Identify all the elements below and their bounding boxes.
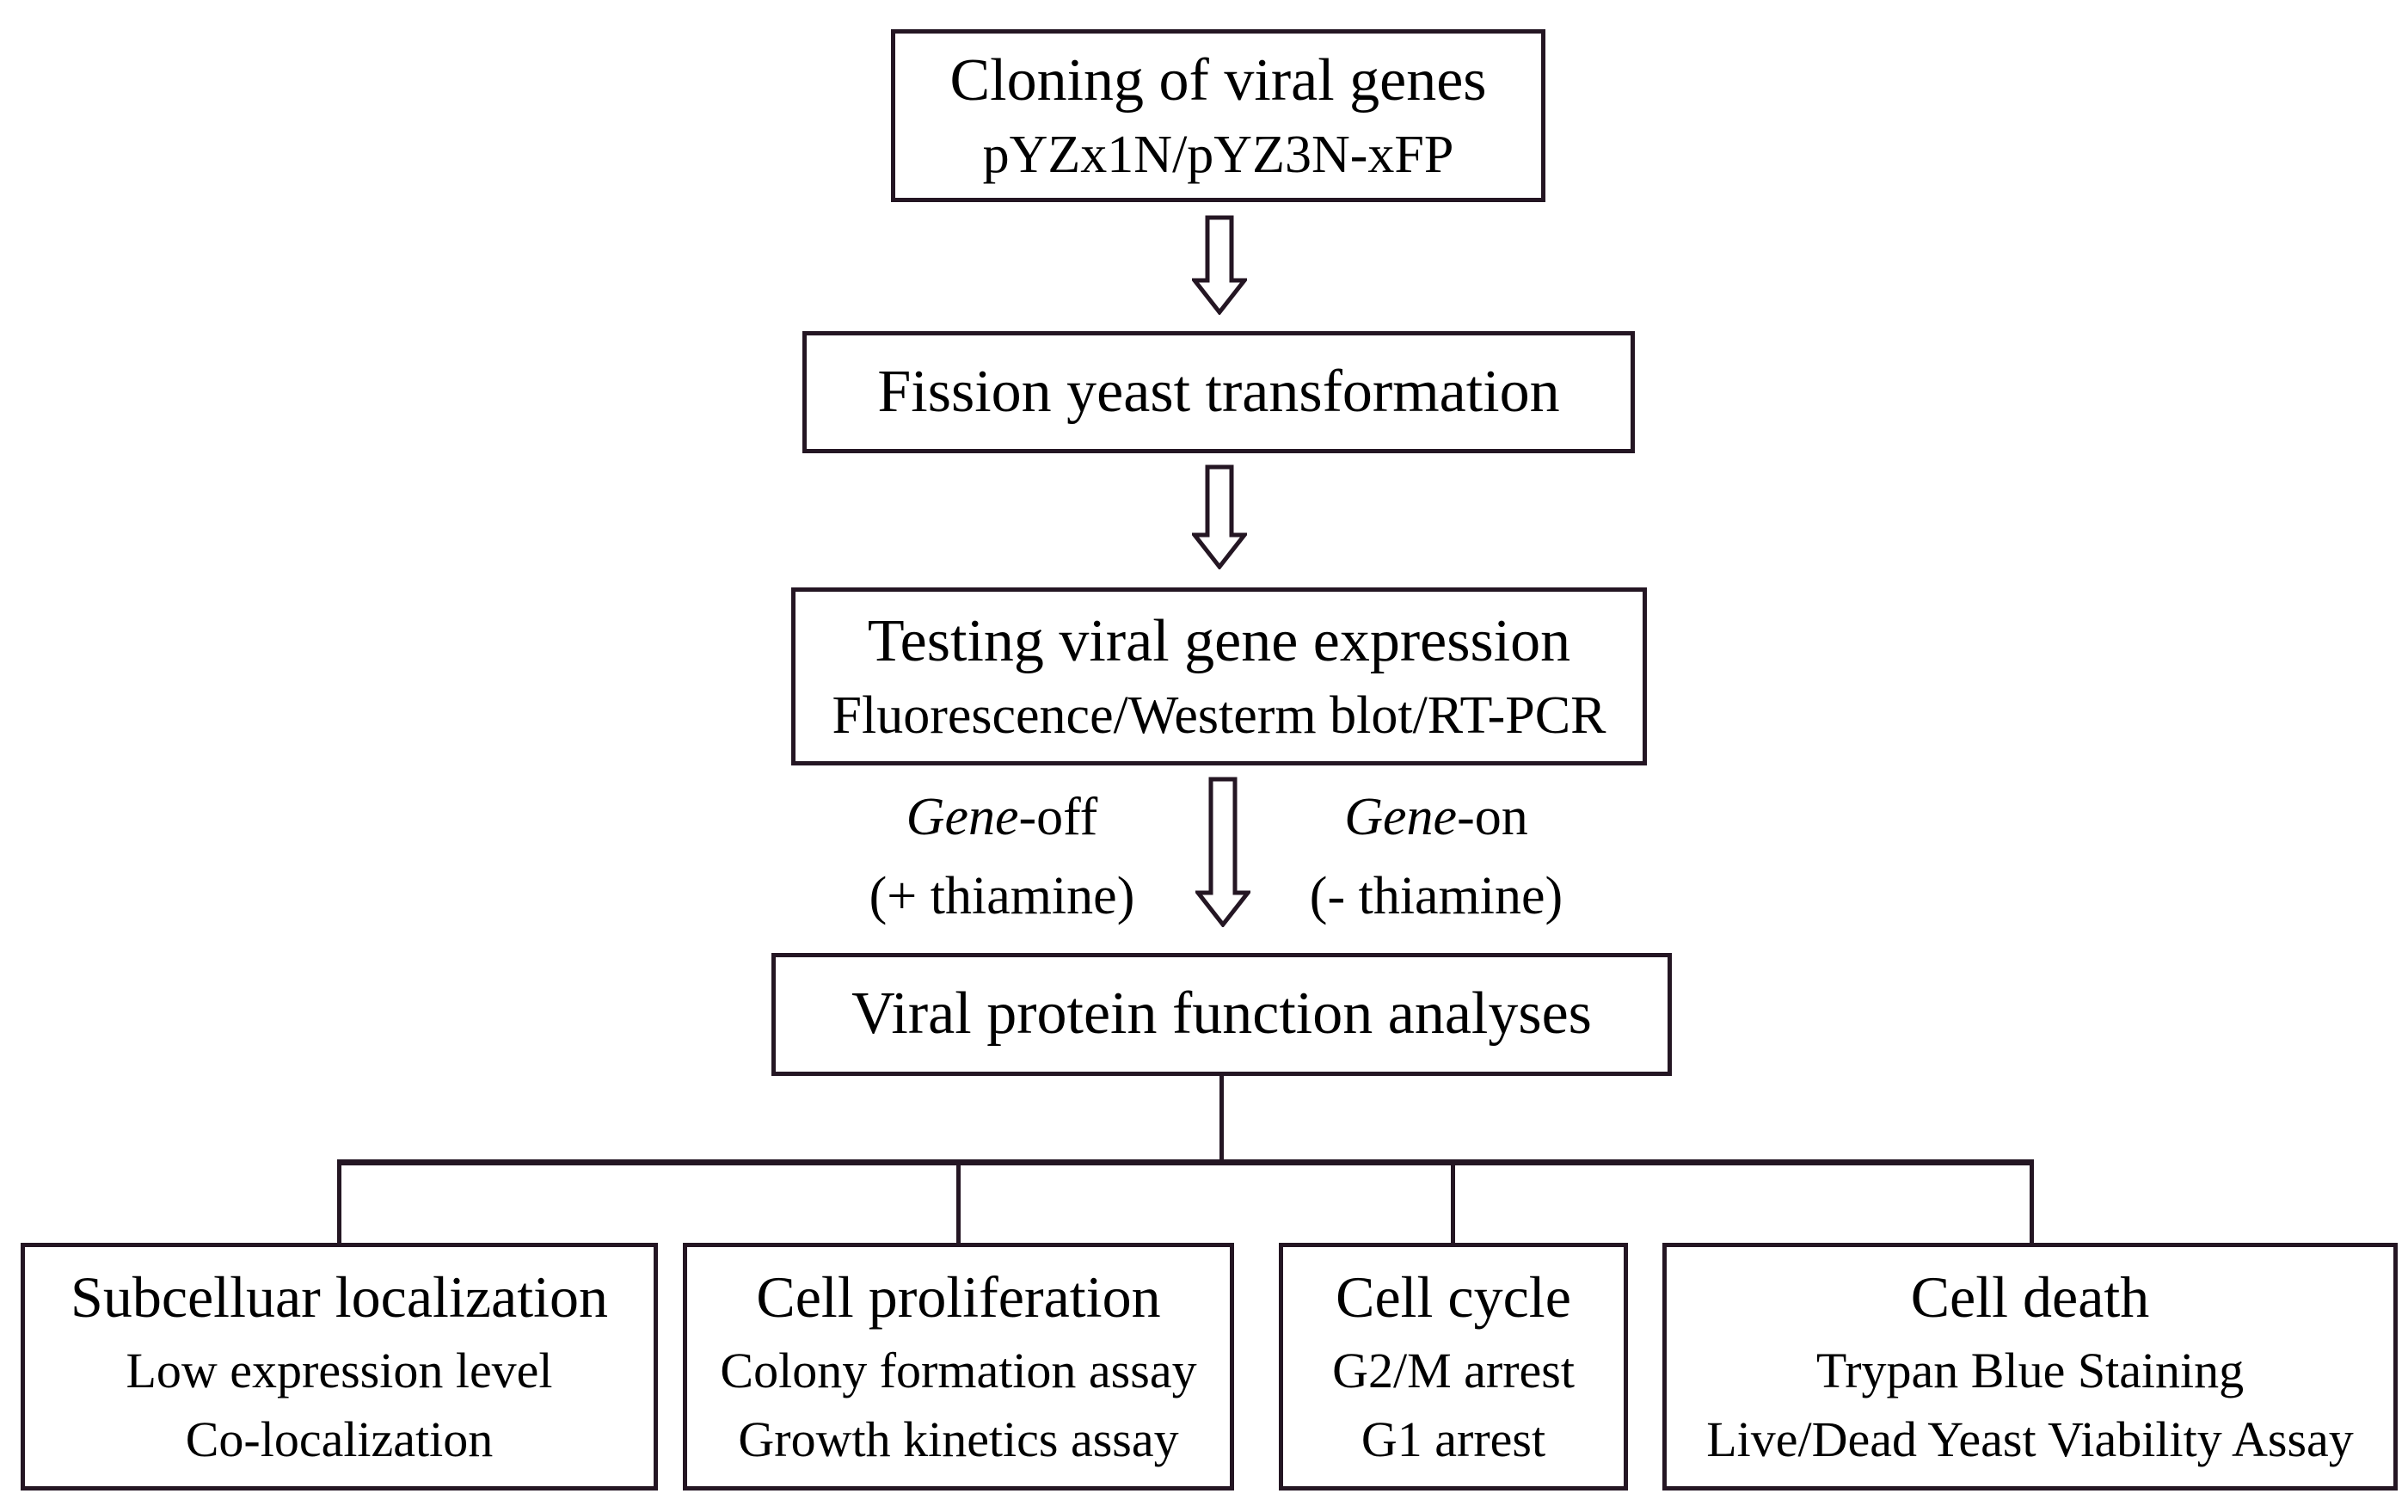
node-testing-title: Testing viral gene expression bbox=[867, 608, 1571, 674]
node-cloning-title: Cloning of viral genes bbox=[949, 47, 1487, 114]
node-proliferation-line: Colony formation assay bbox=[720, 1342, 1197, 1398]
label-gene-on-condition: (- thiamine) bbox=[1309, 866, 1563, 925]
node-cell-cycle-line: G1 arrest bbox=[1361, 1411, 1546, 1467]
node-testing-subtitle: Fluorescence/Westerm blot/RT-PCR bbox=[832, 686, 1606, 746]
label-gene-off-line1: Gene-off bbox=[804, 778, 1200, 857]
node-transformation: Fission yeast transformation bbox=[802, 331, 1635, 453]
node-proliferation-line: Growth kinetics assay bbox=[738, 1411, 1179, 1467]
connector-stem bbox=[1219, 1074, 1224, 1164]
down-arrow-icon bbox=[1192, 215, 1247, 315]
node-testing: Testing viral gene expression Fluorescen… bbox=[791, 587, 1647, 765]
label-gene-on: Gene-on (- thiamine) bbox=[1238, 778, 1634, 937]
node-subcellular: Subcelluar localization Low expression l… bbox=[21, 1243, 658, 1490]
node-cloning-subtitle: pYZx1N/pYZ3N-xFP bbox=[982, 126, 1454, 185]
node-proliferation-title: Cell proliferation bbox=[756, 1264, 1161, 1331]
gene-on-suffix: -on bbox=[1457, 788, 1528, 846]
node-subcellular-line: Co-localization bbox=[185, 1411, 494, 1467]
node-function-analyses-title: Viral protein function analyses bbox=[851, 980, 1592, 1048]
node-cell-cycle-title: Cell cycle bbox=[1336, 1264, 1571, 1331]
node-cell-cycle: Cell cycle G2/M arrest G1 arrest bbox=[1279, 1243, 1628, 1490]
node-subcellular-line: Low expression level bbox=[126, 1342, 553, 1398]
connector-drop-cell-cycle bbox=[1451, 1159, 1455, 1245]
gene-italic: Gene bbox=[1344, 788, 1458, 846]
node-cell-cycle-line: G2/M arrest bbox=[1332, 1342, 1575, 1398]
down-arrow-icon bbox=[1195, 777, 1250, 927]
down-arrow-icon bbox=[1192, 464, 1247, 569]
node-cloning: Cloning of viral genes pYZx1N/pYZ3N-xFP bbox=[891, 29, 1545, 202]
node-cell-death-title: Cell death bbox=[1910, 1264, 2150, 1331]
label-gene-off-condition: (+ thiamine) bbox=[869, 866, 1135, 925]
node-cell-death: Cell death Trypan Blue Staining Live/Dea… bbox=[1662, 1243, 2398, 1490]
connector-drop-subcellular bbox=[337, 1159, 341, 1245]
node-cell-death-line: Live/Dead Yeast Viability Assay bbox=[1706, 1411, 2354, 1467]
node-proliferation: Cell proliferation Colony formation assa… bbox=[683, 1243, 1234, 1490]
node-cell-death-line: Trypan Blue Staining bbox=[1815, 1342, 2245, 1398]
gene-italic: Gene bbox=[906, 788, 1019, 846]
label-gene-on-line1: Gene-on bbox=[1238, 778, 1634, 857]
gene-off-suffix: -off bbox=[1018, 788, 1098, 846]
connector-drop-cell-death bbox=[2030, 1159, 2034, 1245]
node-subcellular-title: Subcelluar localization bbox=[71, 1264, 608, 1331]
label-gene-off: Gene-off (+ thiamine) bbox=[804, 778, 1200, 937]
connector-horizontal bbox=[337, 1159, 2034, 1165]
connector-drop-proliferation bbox=[956, 1159, 961, 1245]
node-function-analyses: Viral protein function analyses bbox=[771, 953, 1672, 1076]
node-transformation-title: Fission yeast transformation bbox=[877, 358, 1560, 425]
